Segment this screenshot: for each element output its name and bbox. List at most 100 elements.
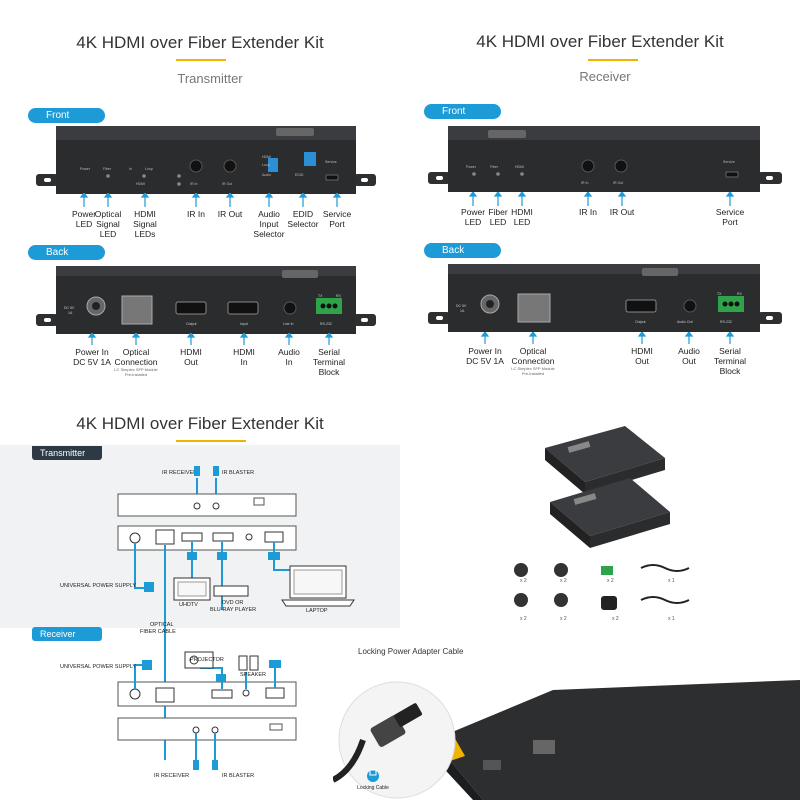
rx-front-leader-lines: [468, 192, 735, 206]
tx-back-silk-dc: DC 5V: [64, 306, 75, 310]
accessory-count-1: x 2: [520, 578, 527, 584]
rx-back-silk-dc: DC 5V: [456, 304, 467, 308]
tx-back-leader-lines: [87, 333, 334, 345]
diagram-transmitter-tab: Transmitter: [32, 446, 102, 460]
diagram-ir-blaster-bottom: IR BLASTER: [222, 773, 255, 779]
diagram-universal-power-rx: UNIVERSAL POWER SUPPLY: [60, 664, 137, 670]
locking-badge: Locking Cable: [357, 785, 389, 791]
rx-back-silk-rs232: RS-232: [720, 320, 732, 324]
rx-back-silk-audioout: Audio Out: [677, 320, 693, 324]
tx-silk-loop: Loop: [145, 167, 153, 171]
tx-silk-fiber: Fiber: [103, 167, 111, 171]
tx-front-leader-lines: [79, 193, 342, 207]
accessory-count-6: x 2: [560, 616, 567, 622]
diagram-ir-receiver-top: IR RECEIVER: [162, 470, 198, 476]
tx-front-pill: Front: [28, 108, 105, 123]
diagram-optical: OPTICAL: [150, 622, 174, 628]
rx-callout-ir-out: IR Out: [609, 207, 635, 217]
tx-silk-edid: EDID: [295, 173, 304, 177]
tx-silk-hdmi2: HDMI: [262, 155, 271, 159]
tx-callout-ir-out: IR Out: [217, 209, 243, 219]
tx-back-silk-1a: 1A: [68, 311, 73, 315]
rx-back-silk-1a: 1A: [460, 309, 465, 313]
tx-back-device: [36, 266, 376, 334]
tx-back-silk-tx: TX: [318, 294, 323, 298]
diagram-universal-power-tx: UNIVERSAL POWER SUPPLY: [60, 583, 137, 589]
accessory-count-7: x 2: [612, 616, 619, 622]
tx-front-device: [36, 126, 376, 194]
rx-back-silk-output: Output: [635, 320, 646, 324]
diagram-uhdtv: UHDTV: [179, 602, 198, 608]
rx-back-silk-tx: TX: [717, 292, 722, 296]
connection-diagram: [117, 466, 355, 770]
accessory-count-2: x 2: [560, 578, 567, 584]
accessory-count-3: x 2: [607, 578, 614, 584]
tx-back-silk-rs232: RS-232: [320, 322, 332, 326]
receiver-title: 4K HDMI over Fiber Extender Kit: [476, 32, 724, 51]
title-underline: [176, 59, 226, 61]
rx-silk-ir-in: IR In: [581, 181, 589, 185]
diagram-dvd: DVD OR: [222, 600, 244, 606]
tx-silk-ir-out: IR Out: [222, 182, 233, 186]
diagram-receiver-tab: Receiver: [32, 627, 102, 641]
tx-silk-audio: Audio: [262, 173, 271, 177]
rx-silk-service: Service: [723, 160, 735, 164]
rx-back-silk-rx: RX: [737, 292, 742, 296]
tx-silk-loop2: Loop: [262, 163, 270, 167]
product-photo: [545, 426, 670, 548]
accessory-count-4: x 1: [668, 578, 675, 584]
rx-front-pill: Front: [424, 104, 501, 119]
tx-silk-in: In: [129, 167, 132, 171]
transmitter-subtitle: Transmitter: [177, 71, 243, 86]
tx-callout-ir-in: IR In: [187, 209, 205, 219]
locking-photo: [333, 680, 800, 800]
rx-callout-ir-in: IR In: [579, 207, 597, 217]
rx-sfp-note: LC Simplex SFP Module Pre-installed: [511, 366, 555, 376]
tx-back-silk-rx: RX: [336, 294, 341, 298]
accessory-count-5: x 2: [520, 616, 527, 622]
diagram-ir-receiver-bottom: IR RECEIVER: [154, 773, 190, 779]
tx-sfp-note: LC Simplex SFP Module Pre-installed: [114, 367, 158, 377]
tx-back-pill: Back: [28, 245, 105, 260]
diagram-title: 4K HDMI over Fiber Extender Kit: [76, 414, 324, 433]
accessory-count-8: x 1: [668, 616, 675, 622]
rx-back-leader-lines: [480, 332, 735, 344]
tx-silk-power: Power: [80, 167, 90, 171]
tx-back-silk-input: Input: [240, 322, 248, 326]
diagram-speaker: SPEAKER: [240, 672, 266, 678]
diagram-title-underline: [176, 440, 246, 442]
tx-back-silk-linein: Line In: [283, 322, 294, 326]
tx-silk-ir-in: IR In: [190, 182, 198, 186]
transmitter-title: 4K HDMI over Fiber Extender Kit: [76, 33, 324, 52]
diagram-bluray: BLU-RAY PLAYER: [210, 607, 257, 613]
rx-silk-hdmi: HDMI: [515, 165, 524, 169]
tx-silk-service: Service: [325, 160, 337, 164]
rx-silk-power: Power: [466, 165, 476, 169]
diagram-fiber-cable: FIBER CABLE: [140, 629, 176, 635]
rx-back-pill: Back: [424, 243, 501, 258]
locking-title: Locking Power Adapter Cable: [358, 647, 464, 656]
diagram-laptop: LAPTOP: [306, 608, 328, 614]
rx-silk-ir-out: IR Out: [613, 181, 624, 185]
tx-back-silk-output: Output: [186, 322, 197, 326]
rx-back-device: [428, 264, 782, 332]
